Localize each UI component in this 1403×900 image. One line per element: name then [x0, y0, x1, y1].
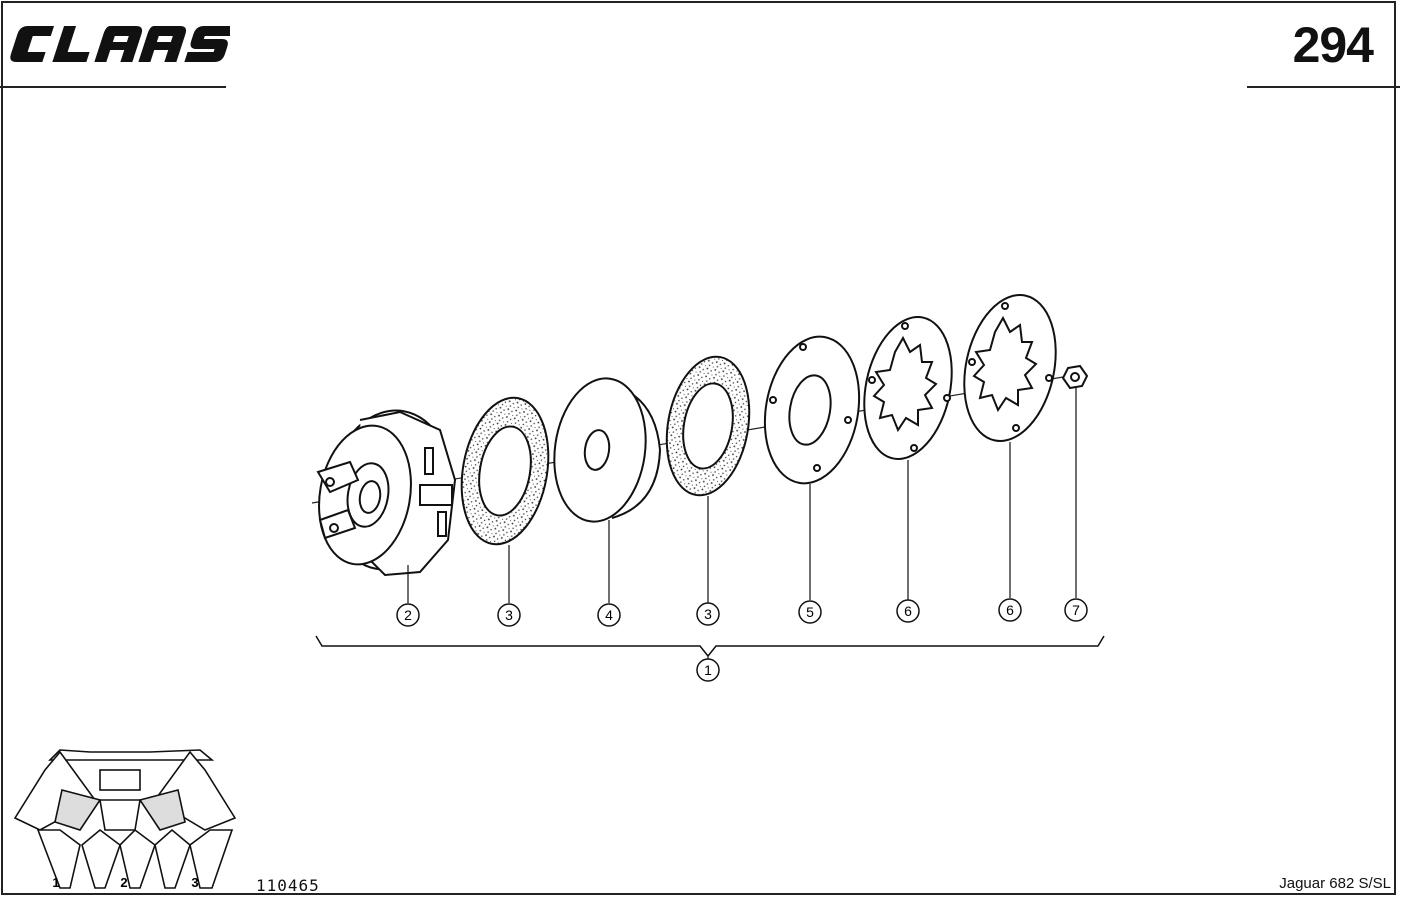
- locator-position-3: 3: [191, 875, 198, 890]
- callout-label: 3: [505, 607, 513, 623]
- callout-part-3a: 3: [497, 603, 521, 627]
- callout-part-6b: 6: [998, 598, 1022, 622]
- splined-plate-part: [963, 294, 1057, 598]
- callout-part-2: 2: [396, 603, 420, 627]
- callout-label: 6: [1006, 602, 1014, 618]
- locator-position-1: 1: [52, 875, 59, 890]
- callout-label: 1: [704, 662, 712, 678]
- callout-label: 4: [605, 607, 613, 623]
- pressure-plate-part: [553, 377, 662, 603]
- callout-label: 2: [404, 607, 412, 623]
- callout-part-4: 4: [597, 603, 621, 627]
- callout-part-3b: 3: [696, 602, 720, 626]
- callout-label: 5: [806, 604, 814, 620]
- hub-housing-part: [316, 409, 457, 603]
- friction-disc-part: [460, 396, 550, 603]
- callout-part-5: 5: [798, 600, 822, 624]
- logo-underline: [0, 86, 226, 88]
- callout-part-7: 7: [1064, 598, 1088, 622]
- callout-part-6a: 6: [896, 599, 920, 623]
- splined-plate-part: [863, 316, 953, 600]
- page-number: 294: [1292, 17, 1374, 73]
- page-number-underline: [1247, 86, 1400, 88]
- flange-plate-part: [763, 335, 861, 600]
- callout-label: 3: [704, 606, 712, 622]
- drawing-number: 110465: [256, 876, 320, 895]
- assembly-brace: [315, 635, 1105, 658]
- header-locator-thumbnail: [13, 749, 237, 889]
- machine-model: Jaguar 682 S/SL: [1279, 875, 1391, 892]
- callout-assembly-1: 1: [696, 658, 720, 682]
- friction-disc-part: [665, 355, 751, 603]
- claas-logo: [8, 20, 235, 68]
- nut-part: [1061, 364, 1089, 598]
- callout-label: 6: [904, 603, 912, 619]
- locator-position-2: 2: [120, 875, 127, 890]
- callout-label: 7: [1072, 602, 1080, 618]
